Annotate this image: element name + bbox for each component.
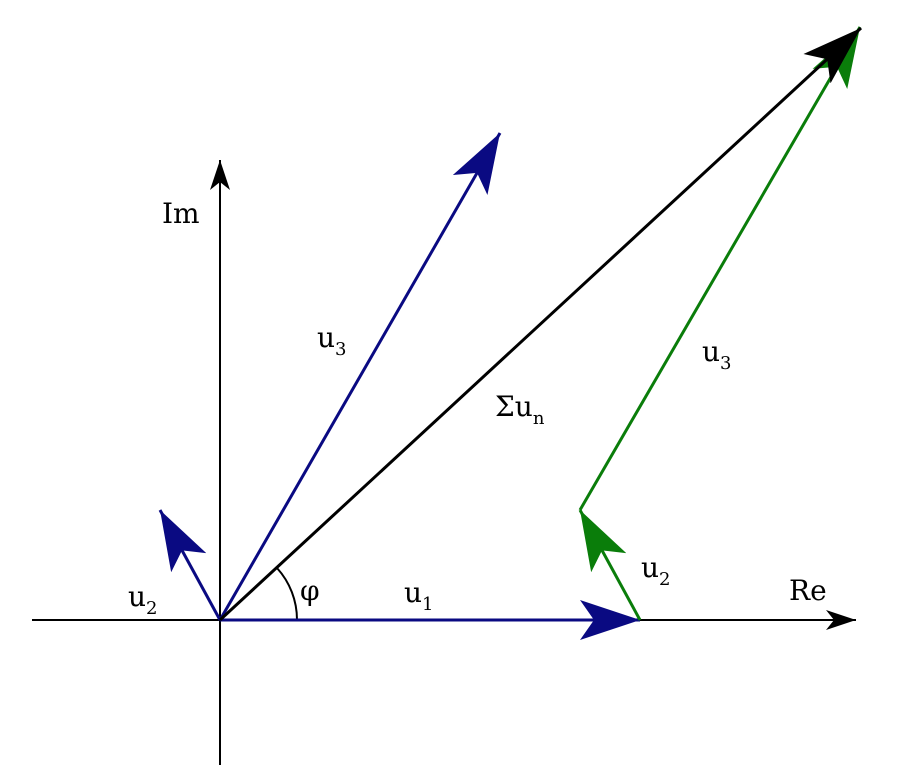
label-u1: u1 [404, 576, 434, 615]
vector-u2-shifted [578, 509, 642, 621]
vector-sum [218, 26, 863, 622]
label-u2-shifted: u2 [641, 551, 671, 590]
real-axis-label: Re [789, 574, 827, 607]
vector-u3 [218, 132, 502, 621]
label-u3: u3 [317, 321, 347, 360]
label-u2: u2 [128, 580, 158, 619]
label-u3-shifted: u3 [702, 335, 732, 374]
label-sum: Σun [495, 390, 545, 429]
angle-arc [276, 567, 299, 621]
vector-u2 [158, 509, 222, 621]
angle-label: φ [300, 574, 320, 607]
vector-u3-shifted [578, 26, 862, 511]
imag-axis-label: Im [162, 197, 200, 230]
